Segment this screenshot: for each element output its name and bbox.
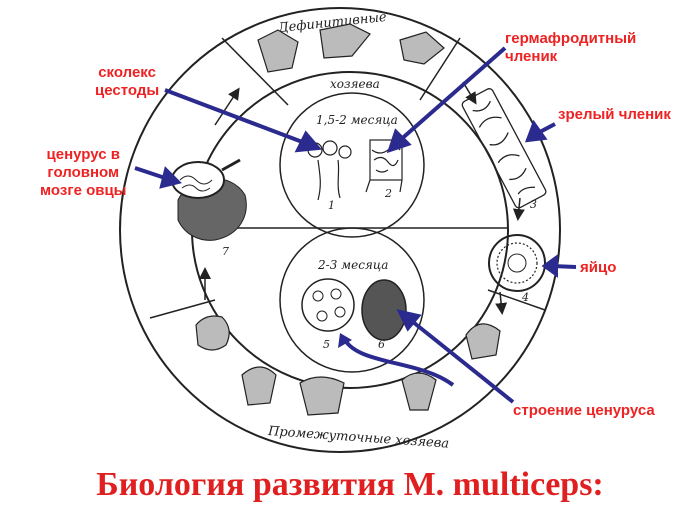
dog-head-icon xyxy=(257,29,299,73)
hermaphrodite-segment-sketch xyxy=(365,139,403,193)
cow-head-icon xyxy=(299,376,345,416)
stage-number: 5 xyxy=(323,338,330,351)
sector-line xyxy=(149,299,216,319)
hosts-text: хозяева xyxy=(330,77,380,91)
period-bottom-text: 2-3 месяца xyxy=(317,258,388,272)
period-top-text: 1,5-2 месяца xyxy=(316,113,398,127)
slide-title: Биология развития M. multiceps: xyxy=(96,466,604,503)
coenurus-structure-label: строение ценуруса xyxy=(513,402,655,419)
sheep-head-brain-sketch xyxy=(171,158,247,241)
scolex-label-line: сколекс xyxy=(98,64,156,81)
sheep-head-icon xyxy=(195,315,230,351)
coenurus-circle xyxy=(279,227,425,373)
outer-ring xyxy=(119,7,561,453)
stage-number: 4 xyxy=(521,291,529,304)
adult-worm-circle xyxy=(279,92,425,238)
egg-sketch xyxy=(488,234,546,292)
stage-number: 1 xyxy=(328,199,335,212)
pointer-scolex xyxy=(164,88,306,145)
egg-label: яйцо xyxy=(580,259,617,276)
coenurus-sketch xyxy=(301,278,407,341)
hermaphrodite-label: гермафродитный членик xyxy=(505,30,636,66)
pointer-arrows xyxy=(134,46,577,404)
stage-number: 6 xyxy=(378,338,385,351)
mature-segment-label: зрелый членик xyxy=(558,106,671,123)
deer-head-icon xyxy=(401,372,437,411)
hermaphrodite-label-line: гермафродитный xyxy=(505,30,637,47)
pointer-hermaphrodite xyxy=(396,46,507,144)
stage-number: 3 xyxy=(530,198,537,211)
hermaphrodite-label-line: членик xyxy=(505,48,558,65)
scolex-label: сколекс цестоды xyxy=(95,64,159,100)
coenurus-brain-label-line: ценурус в xyxy=(46,146,120,163)
host-animals xyxy=(195,23,501,416)
stage-number: 2 xyxy=(384,187,392,200)
sector-line xyxy=(221,37,289,106)
human-head-icon xyxy=(465,323,501,360)
goat-head-icon xyxy=(241,366,277,406)
scolex-label-line: цестоды xyxy=(95,82,160,99)
pointer-structure xyxy=(406,316,515,404)
pointer-structure-curve xyxy=(343,338,455,387)
coenurus-brain-label-line: головном xyxy=(47,164,120,181)
pointer-structure-head xyxy=(338,333,352,348)
sector-line xyxy=(487,289,546,311)
coenurus-brain-label-line: мозге овцы xyxy=(40,182,127,199)
fox-head-icon xyxy=(399,31,445,65)
wolf-head-icon xyxy=(319,23,371,59)
sector-line xyxy=(419,37,461,101)
stage-number: 7 xyxy=(222,245,229,258)
coenurus-brain-label: ценурус в головном мозге овцы xyxy=(40,146,127,200)
